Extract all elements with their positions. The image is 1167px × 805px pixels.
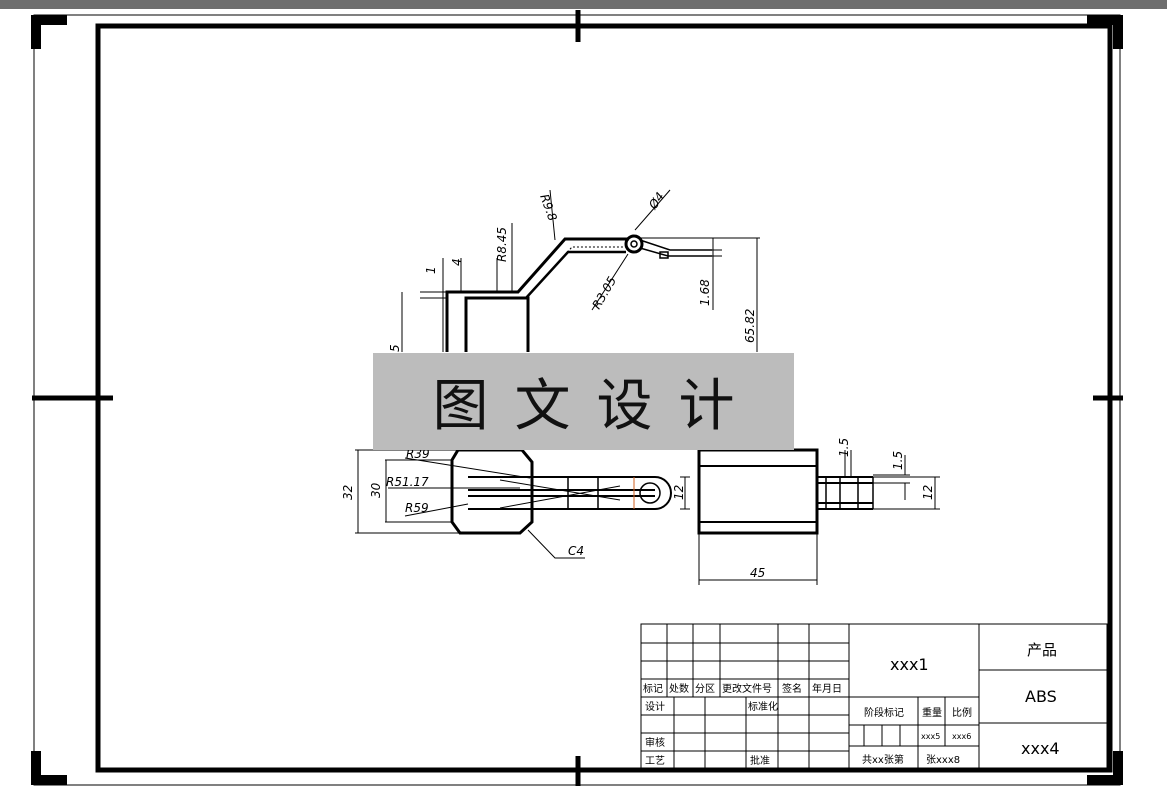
dim-r59: R59	[405, 501, 429, 515]
tb-header-count: 处数	[669, 682, 689, 695]
dim-5: 5	[388, 344, 402, 352]
tb-stage-mark: 阶段标记	[864, 706, 904, 719]
dim-r39: R39	[406, 447, 430, 461]
title-block	[640, 623, 1108, 771]
tb-weight-value: xxx5	[921, 732, 940, 741]
dim-4: 4	[450, 258, 464, 266]
corner-marks	[31, 15, 1123, 785]
tb-approve: 批准	[750, 754, 770, 767]
dim-r305: R3.05	[589, 274, 619, 311]
profile-view	[401, 189, 760, 352]
tb-drawing-name: xxx1	[890, 655, 929, 674]
dim-r845: R8.45	[495, 227, 509, 262]
dim-r5117: R51.17	[386, 475, 429, 489]
tb-product-label: 产品	[1027, 641, 1057, 659]
dim-30: 30	[369, 482, 383, 498]
dim-c4: C4	[568, 544, 584, 558]
dim-12a: 12	[672, 485, 686, 500]
tb-header-date: 年月日	[812, 682, 842, 695]
dim-45: 45	[750, 566, 765, 580]
tb-header-change-doc: 更改文件号	[722, 682, 772, 695]
tb-header-zone: 分区	[695, 683, 715, 695]
tb-header-mark: 标记	[643, 683, 663, 695]
dim-32: 32	[341, 485, 355, 500]
tb-drawing-number: xxx4	[1021, 739, 1060, 758]
dim-15a: 1.5	[837, 438, 851, 457]
tb-scale-value: xxx6	[952, 732, 971, 741]
tb-sheet-page: 张xxx8	[926, 754, 960, 766]
top-view	[355, 448, 690, 559]
window-title-bar	[0, 0, 1167, 9]
tb-material: ABS	[1025, 687, 1057, 706]
tb-header-sign: 签名	[782, 682, 802, 695]
tb-process: 工艺	[645, 755, 665, 767]
dim-r98: R9.8	[537, 192, 560, 223]
dim-6582: 65.82	[743, 309, 757, 343]
tb-scale: 比例	[952, 706, 972, 719]
dim-12b: 12	[921, 485, 935, 500]
tb-sheets: 共xx张第	[862, 753, 904, 766]
tb-weight: 重量	[922, 706, 942, 719]
tb-standardization: 标准化	[748, 700, 778, 713]
dim-1: 1	[424, 266, 438, 274]
end-view	[697, 448, 940, 585]
watermark-banner: 图文设计	[373, 353, 794, 450]
tb-review: 审核	[645, 736, 665, 749]
tb-design: 设计	[645, 700, 665, 713]
dim-15b: 1.5	[891, 451, 905, 470]
title-block-labels: 标记 处数 分区 更改文件号 签名 年月日 设计 标准化 审核 工艺 批准 xx…	[643, 641, 1060, 767]
center-marks	[32, 10, 1123, 786]
dim-phi4: Ø4	[645, 190, 667, 213]
dim-168: 1.68	[698, 279, 712, 306]
